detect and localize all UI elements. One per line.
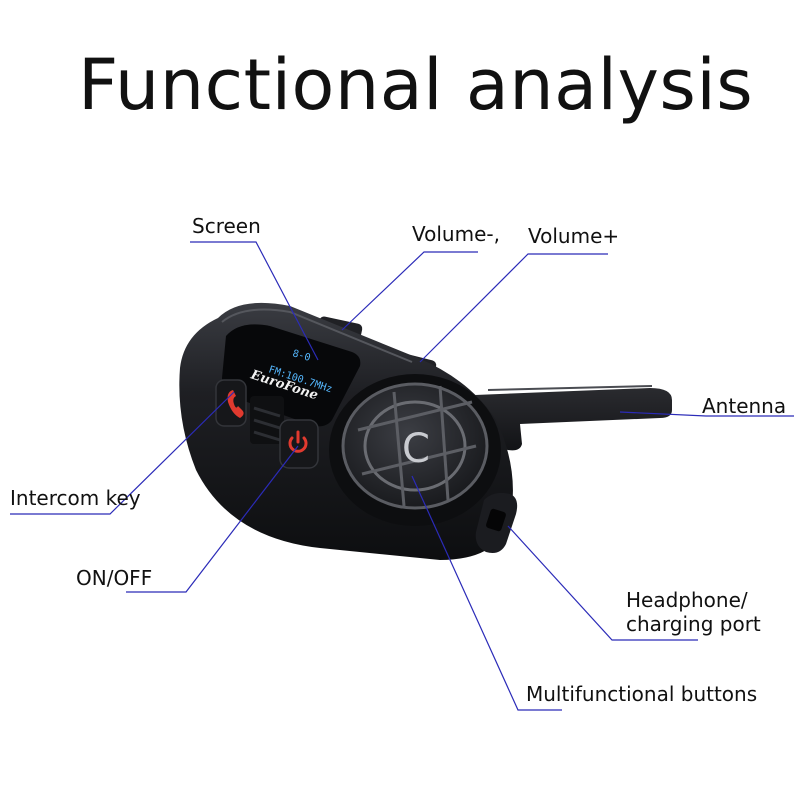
page-title: Functional analysis — [78, 44, 754, 126]
antenna-label: Antenna — [702, 394, 787, 418]
leader-lines — [10, 241, 794, 711]
antenna — [450, 385, 672, 451]
screen-leader — [190, 241, 319, 361]
volume-plus-leader — [419, 253, 608, 363]
volume-minus-leader — [341, 251, 478, 331]
screen-label: Screen — [192, 214, 261, 238]
volume-minus-label: Volume-, — [412, 222, 500, 246]
headphone-label-line2: charging port — [626, 612, 761, 636]
center-slider — [250, 396, 284, 444]
center-button-glyph: C — [402, 426, 430, 472]
intercom-key[interactable] — [215, 379, 247, 427]
screen-status-text: 8-0 — [291, 348, 311, 364]
intercom-leader — [10, 391, 235, 515]
multifunction-knob[interactable]: C — [329, 374, 501, 526]
multi-leader — [411, 475, 562, 711]
on-off-button[interactable] — [279, 419, 319, 469]
headphone-charging-port-label: Headphone/ charging port — [626, 588, 796, 636]
intercom-key-label: Intercom key — [10, 486, 141, 510]
volume-plus-label: Volume+ — [528, 224, 620, 248]
phone-icon — [227, 390, 244, 418]
headphone-port[interactable] — [475, 492, 518, 553]
headphone-label-line1: Headphone/ — [626, 588, 748, 612]
on-off-leader — [126, 445, 299, 593]
multifunctional-buttons-label: Multifunctional buttons — [526, 682, 758, 706]
on-off-label: ON/OFF — [76, 566, 153, 590]
headphone-leader — [507, 525, 698, 641]
power-icon — [288, 430, 308, 453]
antenna-leader — [619, 411, 794, 417]
